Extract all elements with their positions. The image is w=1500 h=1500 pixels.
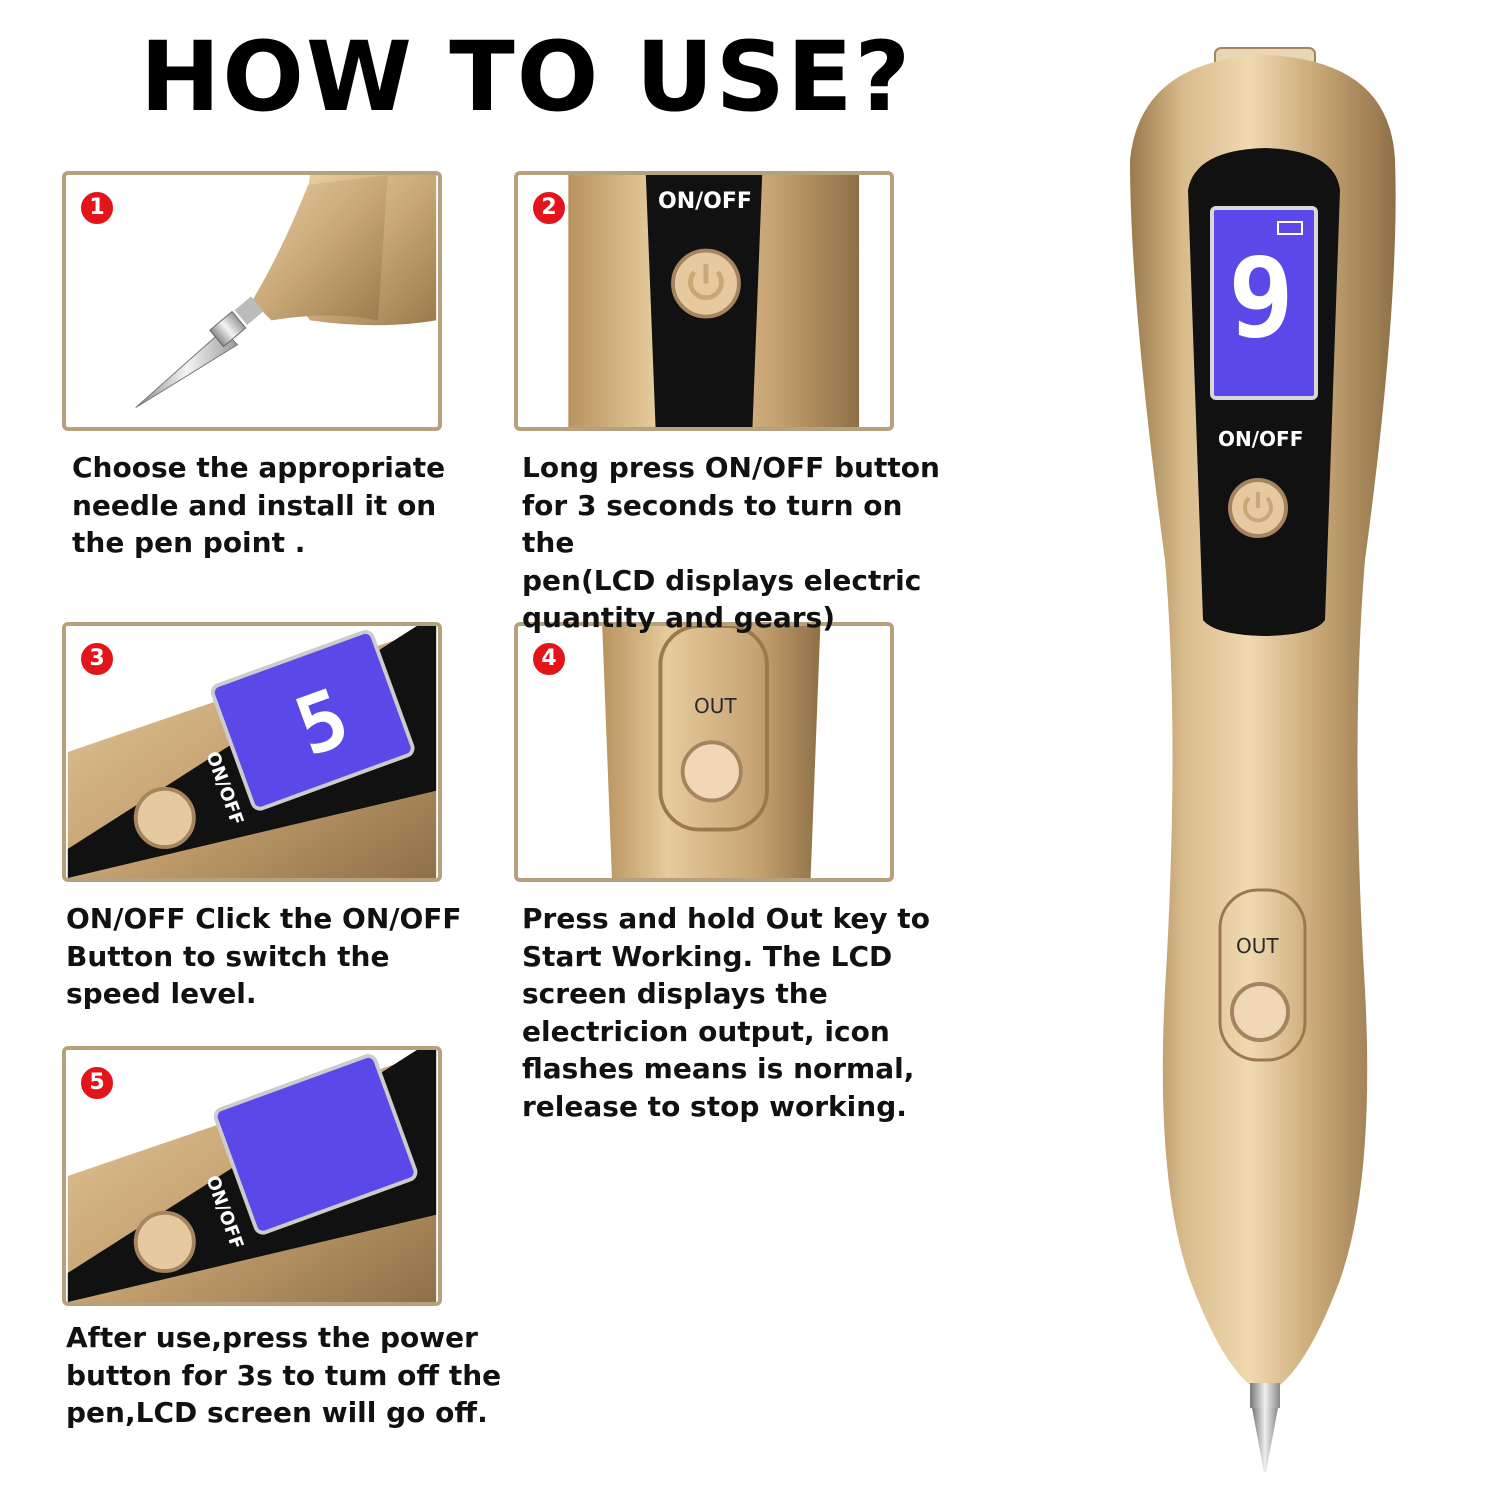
on-off-label: ON/OFF xyxy=(658,189,752,214)
power-button-illustration xyxy=(568,175,860,427)
lcd-off-illustration xyxy=(67,1050,437,1302)
step-1-image: 1 xyxy=(62,171,442,431)
pen-device-illustration xyxy=(1130,47,1396,1472)
lcd-speed-illustration xyxy=(67,626,437,878)
step-4-badge: 4 xyxy=(530,640,568,678)
step-1-badge: 1 xyxy=(78,189,116,227)
step-5-caption: After use,press the power button for 3s … xyxy=(66,1321,502,1429)
pen-on-off-label: ON/OFF xyxy=(1218,427,1304,451)
step-3-badge: 3 xyxy=(78,640,116,678)
out-label: OUT xyxy=(694,694,737,718)
step-2-caption: Long press ON/OFF button for 3 seconds t… xyxy=(522,451,940,634)
pen-out-label: OUT xyxy=(1236,934,1279,958)
step-5-badge: 5 xyxy=(78,1064,116,1102)
step-3-image: 3 5 ON/OFF xyxy=(62,622,442,882)
step-4-image: 4 OUT xyxy=(514,622,894,882)
pen-tip-illustration xyxy=(135,175,437,409)
step-5-image: 5 ON/OFF xyxy=(62,1046,442,1306)
step-4-caption: Press and hold Out key to Start Working.… xyxy=(522,902,930,1123)
step-3-caption: ON/OFF Click the ON/OFF Button to switch… xyxy=(66,902,462,1010)
page-title: HOW TO USE? xyxy=(140,21,913,133)
step-1-caption: Choose the appropriate needle and instal… xyxy=(72,451,446,559)
out-button-illustration xyxy=(602,626,821,878)
pen-lcd-digit: 9 xyxy=(1228,234,1295,362)
step-2-badge: 2 xyxy=(530,189,568,227)
step-2-image: 2 ON/OFF xyxy=(514,171,894,431)
